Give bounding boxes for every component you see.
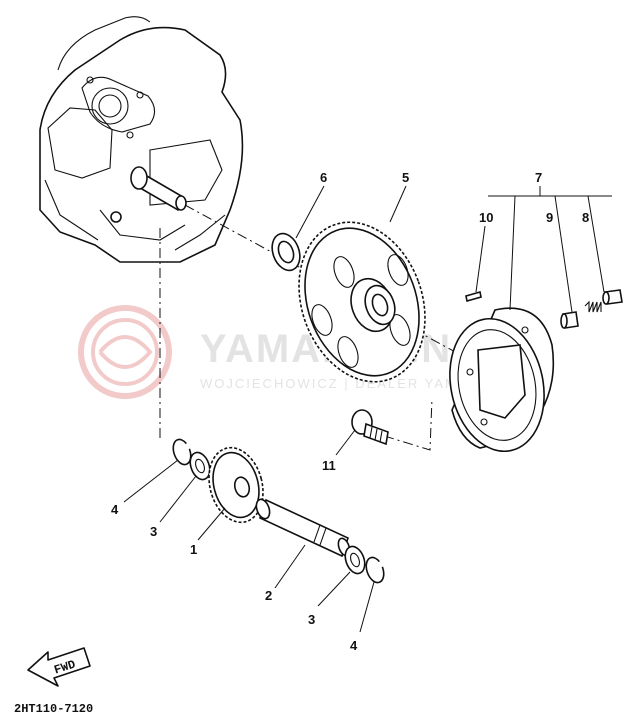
watermark-logo <box>78 305 172 399</box>
callout-5: 5 <box>402 170 409 185</box>
part-8-spring[interactable] <box>584 289 623 313</box>
diagram-code: 2HT110-7120 <box>14 702 93 716</box>
part-1-idler-gear[interactable] <box>201 442 271 529</box>
callout-1: 1 <box>190 542 197 557</box>
watermark-tagline: WOJCIECHOWICZ | DEALER YAMAHA <box>200 376 491 391</box>
callout-4-lower: 4 <box>350 638 358 653</box>
callout-11: 11 <box>322 458 336 473</box>
callout-4-upper: 4 <box>111 502 119 517</box>
part-10-roller[interactable] <box>465 290 482 303</box>
part-4-circlip-upper[interactable] <box>170 437 194 467</box>
part-6-washer[interactable] <box>267 230 304 275</box>
callout-3-upper: 3 <box>150 524 157 539</box>
callout-7: 7 <box>535 170 542 185</box>
callout-8: 8 <box>582 210 589 225</box>
callout-6: 6 <box>320 170 327 185</box>
part-7-starter-clutch-assembly[interactable] <box>438 307 556 460</box>
part-4-circlip-lower[interactable] <box>363 555 387 585</box>
part-11-bolt[interactable] <box>351 409 389 446</box>
part-3-washer-lower[interactable] <box>342 544 368 576</box>
part-9-plunger[interactable] <box>560 311 579 329</box>
part-3-washer-upper[interactable] <box>187 450 213 482</box>
part-5-starter-wheel-gear[interactable] <box>278 204 447 399</box>
bolt-axis-line <box>364 397 433 451</box>
fwd-arrow-icon: FWD <box>27 647 91 687</box>
callout-2: 2 <box>265 588 272 603</box>
callout-3-lower: 3 <box>308 612 315 627</box>
leader-lines <box>123 185 612 633</box>
fwd-label: FWD <box>52 657 77 677</box>
callout-10: 10 <box>479 210 493 225</box>
callout-9: 9 <box>546 210 553 225</box>
engine-crankcase <box>39 16 244 263</box>
